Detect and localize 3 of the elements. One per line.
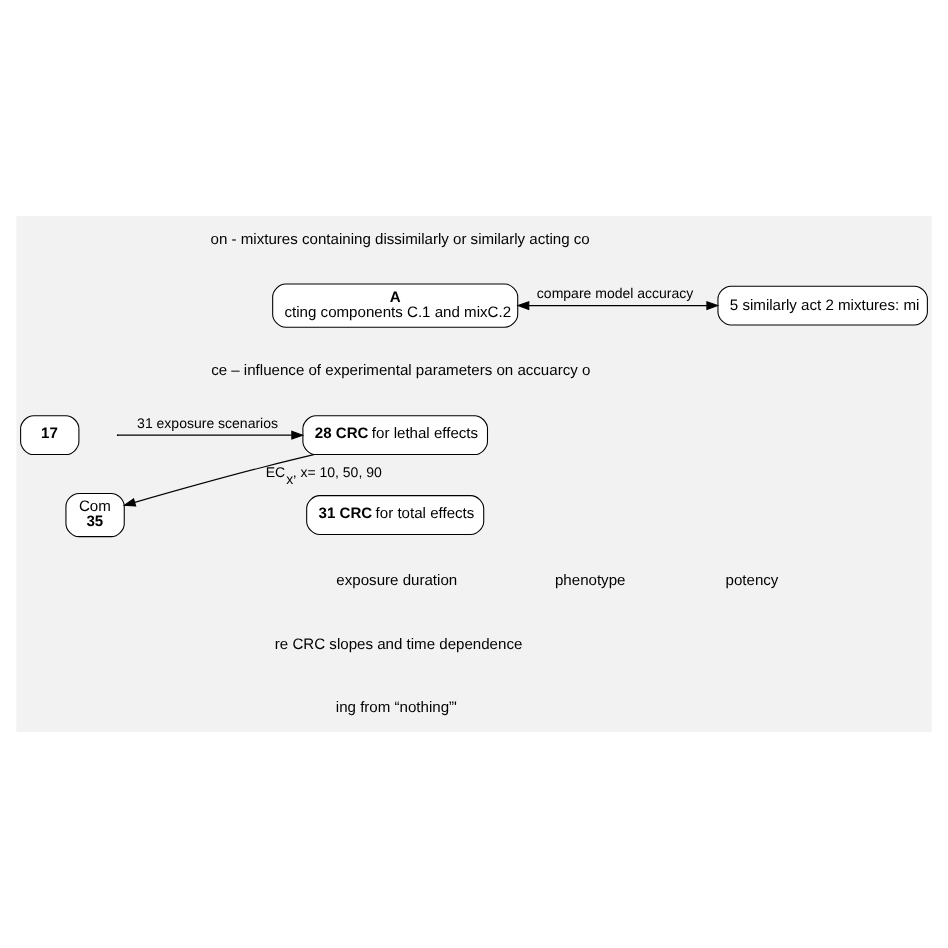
arrow: [516, 301, 720, 311]
arrow: [117, 430, 305, 440]
arrow: [122, 454, 315, 507]
